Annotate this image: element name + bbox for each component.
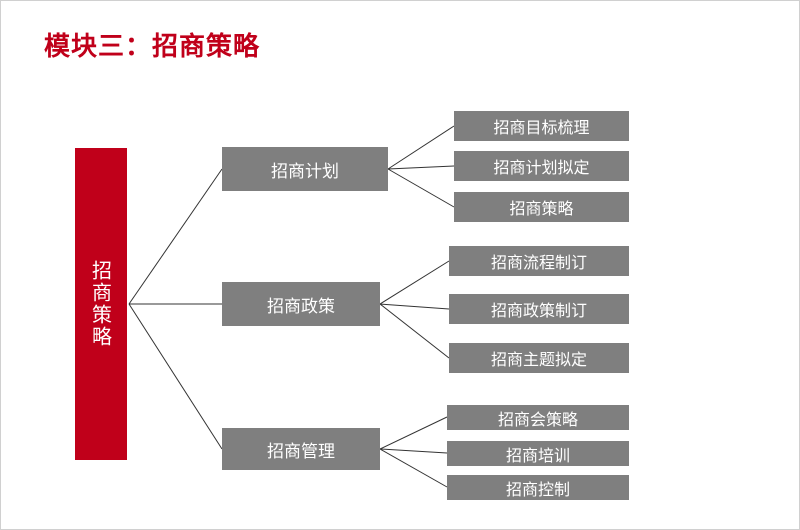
connector-g1-c3 bbox=[387, 168, 455, 208]
root-node-label: 招商策略 bbox=[88, 260, 113, 348]
connector-g2-c1 bbox=[379, 260, 450, 305]
leaf-node-label: 招商流程制订 bbox=[490, 253, 587, 272]
leaf-node: 招商会策略 bbox=[447, 405, 629, 430]
group-node-label: 招商管理 bbox=[267, 441, 335, 462]
connector-g3-c1 bbox=[379, 416, 448, 450]
slide-title: 模块三：招商策略 bbox=[44, 32, 261, 62]
group-node-label: 招商政策 bbox=[267, 296, 335, 317]
connector-root-group-1 bbox=[128, 168, 223, 305]
connector-g2-c3 bbox=[379, 303, 450, 359]
leaf-node: 招商流程制订 bbox=[449, 246, 629, 276]
leaf-node: 招商政策制订 bbox=[449, 294, 629, 324]
group-node-label: 招商计划 bbox=[271, 161, 339, 182]
leaf-node: 招商计划拟定 bbox=[454, 151, 629, 181]
connector-g1-c2 bbox=[387, 165, 455, 170]
leaf-node-label: 招商政策制订 bbox=[490, 301, 587, 320]
connector-g3-c2 bbox=[379, 448, 448, 454]
leaf-node-label: 招商培训 bbox=[505, 445, 570, 465]
leaf-node: 招商控制 bbox=[447, 475, 629, 500]
connector-root-group-3 bbox=[128, 303, 223, 450]
leaf-node-label: 招商策略 bbox=[509, 199, 574, 218]
group-node-policy: 招商政策 bbox=[222, 282, 380, 326]
leaf-node: 招商培训 bbox=[447, 441, 629, 466]
leaf-node: 招商主题拟定 bbox=[449, 343, 629, 373]
leaf-node: 招商目标梳理 bbox=[454, 111, 629, 141]
group-node-plan: 招商计划 bbox=[222, 147, 388, 191]
leaf-node-label: 招商控制 bbox=[505, 479, 570, 499]
leaf-node-label: 招商目标梳理 bbox=[493, 118, 590, 137]
leaf-node: 招商策略 bbox=[454, 192, 629, 222]
group-node-management: 招商管理 bbox=[222, 428, 380, 470]
connector-g1-c1 bbox=[387, 125, 455, 170]
root-node: 招商策略 bbox=[75, 148, 127, 460]
leaf-node-label: 招商会策略 bbox=[497, 409, 578, 429]
connector-g3-c3 bbox=[379, 448, 448, 488]
connector-g2-c2 bbox=[379, 303, 450, 310]
leaf-node-label: 招商计划拟定 bbox=[493, 158, 590, 177]
leaf-node-label: 招商主题拟定 bbox=[490, 350, 587, 369]
